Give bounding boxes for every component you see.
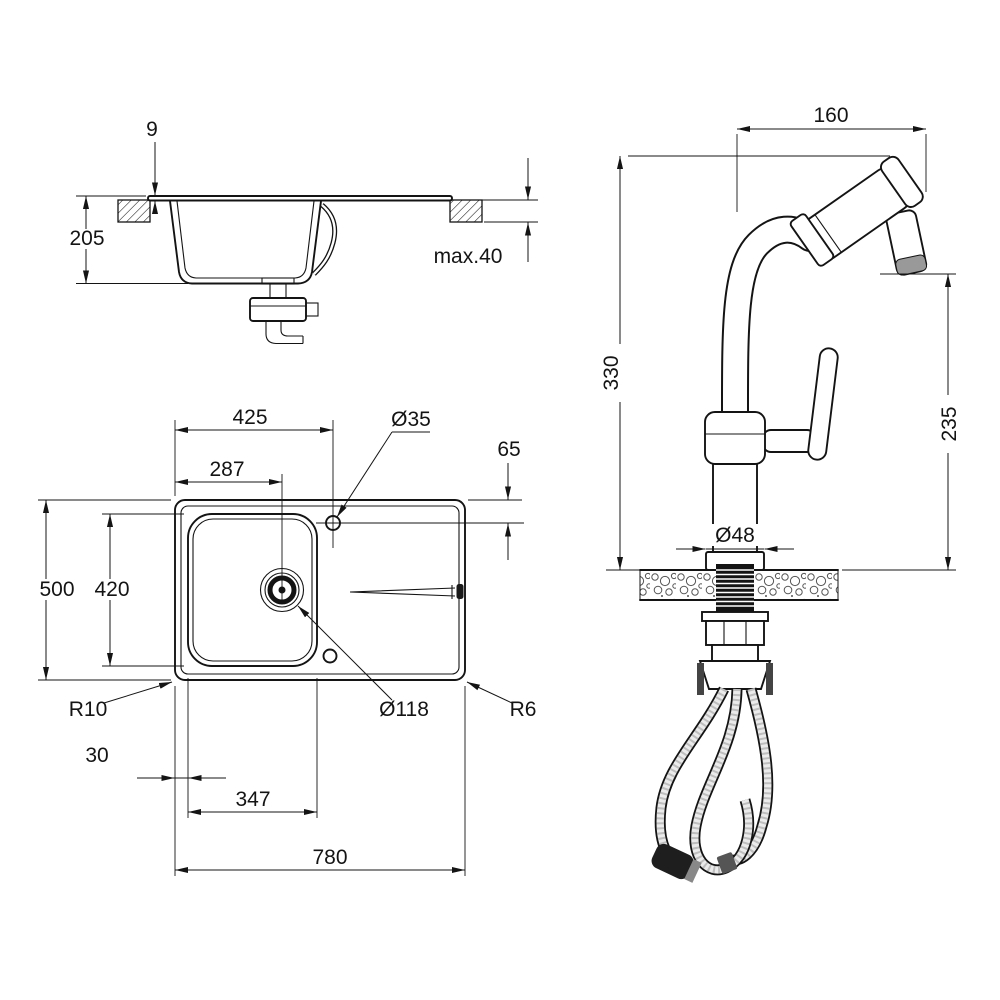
dim-bowl-width-label: 347 [235, 788, 270, 811]
dim-hole-diameter-label: Ø35 [391, 408, 431, 431]
head-docking-collar [789, 213, 835, 267]
dim-corner-radius-left-label: R10 [69, 698, 108, 721]
handle-joint [762, 429, 816, 453]
mounting-hardware [697, 611, 773, 695]
countertop-section-right [449, 199, 483, 223]
dim-base-diameter-label: Ø48 [715, 524, 755, 547]
dim-counter-thickness-label: max.40 [434, 245, 503, 268]
dim-left-to-hole-label: 425 [232, 406, 267, 429]
top-view-dimensions: 425 Ø35 65 287 500 420 R10 Ø118 R6 [34, 406, 536, 876]
faucet-side-view [639, 155, 928, 883]
sink-top-view [174, 420, 524, 681]
dim-corner-radius-right-label: R6 [510, 698, 537, 721]
pullout-head [801, 155, 924, 261]
dim-spout-reach-label: 160 [813, 104, 848, 127]
dim-hole-to-edge-label: 65 [497, 438, 520, 461]
overflow-slot [456, 584, 464, 599]
side-view-dimensions: 9 205 max.40 [64, 118, 538, 284]
sink-rim-profile [147, 195, 453, 202]
sink-side-view [117, 195, 483, 345]
bowl-inner-line [192, 518, 313, 662]
spray-outlet [885, 209, 928, 276]
dim-rim-height-label: 9 [146, 118, 158, 141]
faucet-view-dimensions: 160 330 235 Ø48 [600, 104, 961, 571]
dim-bowl-depth-label: 205 [69, 227, 104, 250]
supply-hoses [651, 686, 774, 883]
hose-end-connector [651, 843, 702, 883]
bowl-outline [187, 513, 318, 667]
bowl-outer-wall [169, 200, 322, 285]
dim-overall-height-label: 330 [600, 355, 623, 390]
dim-overall-depth-label: 500 [39, 578, 74, 601]
overflow-pipe [312, 203, 338, 276]
mixer-body [704, 411, 766, 465]
dim-edge-to-bowl-label: 30 [85, 744, 108, 767]
countertop-section-left [117, 199, 151, 223]
hose-fitting [716, 852, 738, 874]
dim-drain-diameter-label: Ø118 [379, 698, 429, 721]
dim-bowl-depth-plan-label: 420 [94, 578, 129, 601]
drainboard-groove [349, 584, 464, 599]
dim-spout-height-label: 235 [938, 406, 961, 441]
handle-lever [807, 347, 839, 461]
threaded-shank [716, 564, 754, 612]
bowl-inner-wall [176, 200, 315, 279]
dim-overall-width-label: 780 [312, 846, 347, 869]
drain-assembly [249, 277, 319, 345]
secondary-hole [322, 648, 338, 664]
dim-left-to-drain-label: 287 [209, 458, 244, 481]
spout-tube [720, 215, 824, 438]
